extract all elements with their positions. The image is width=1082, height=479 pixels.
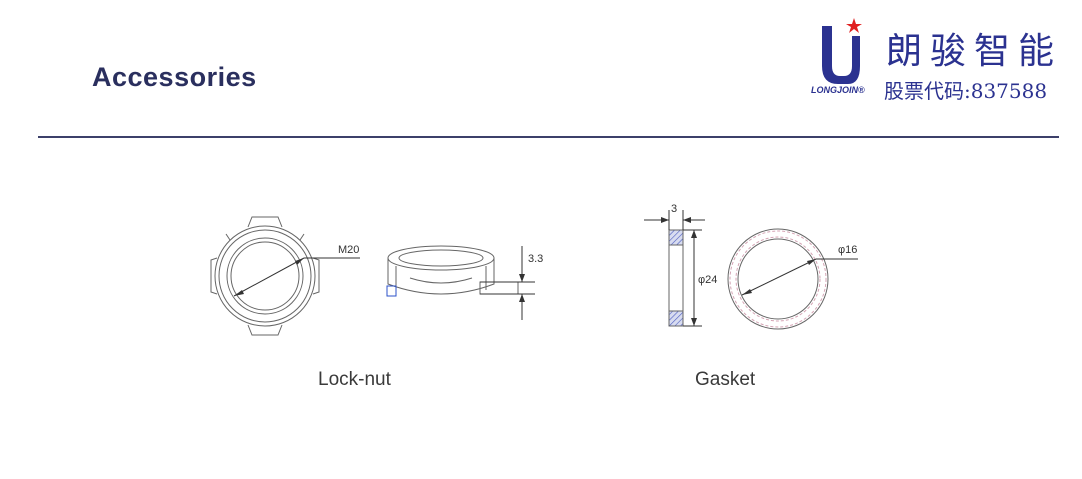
gasket-outer-label: φ24: [698, 274, 717, 286]
locknut-thickness-dimension: [480, 246, 535, 320]
locknut-diameter-label: M20: [338, 244, 359, 256]
gasket-front-view: [727, 228, 858, 330]
header-divider: [38, 136, 1059, 138]
locknut-diagram: M20 3.3: [210, 216, 543, 336]
logo-stock-code: 股票代码:837588: [884, 79, 1048, 103]
gasket-caption: Gasket: [695, 369, 756, 390]
gasket-outer-dimension: [683, 229, 702, 327]
gasket-thickness-dimension: [644, 210, 705, 230]
locknut-top-view: [210, 216, 360, 336]
page-title: Accessories: [92, 62, 257, 92]
locknut-side-view: [386, 245, 519, 297]
logo-brand-name: LONGJOIN®: [811, 85, 865, 95]
gasket-diagram: 3 φ24 φ16: [644, 203, 858, 330]
locknut-thickness-label: 3.3: [528, 253, 543, 265]
logo-mark-icon: [822, 18, 862, 84]
logo-company-name: 朗骏智能: [886, 31, 1063, 72]
locknut-caption: Lock-nut: [318, 369, 391, 390]
gasket-side-view: [668, 229, 684, 327]
gasket-thickness-label: 3: [671, 203, 677, 215]
gasket-inner-label: φ16: [838, 244, 857, 256]
